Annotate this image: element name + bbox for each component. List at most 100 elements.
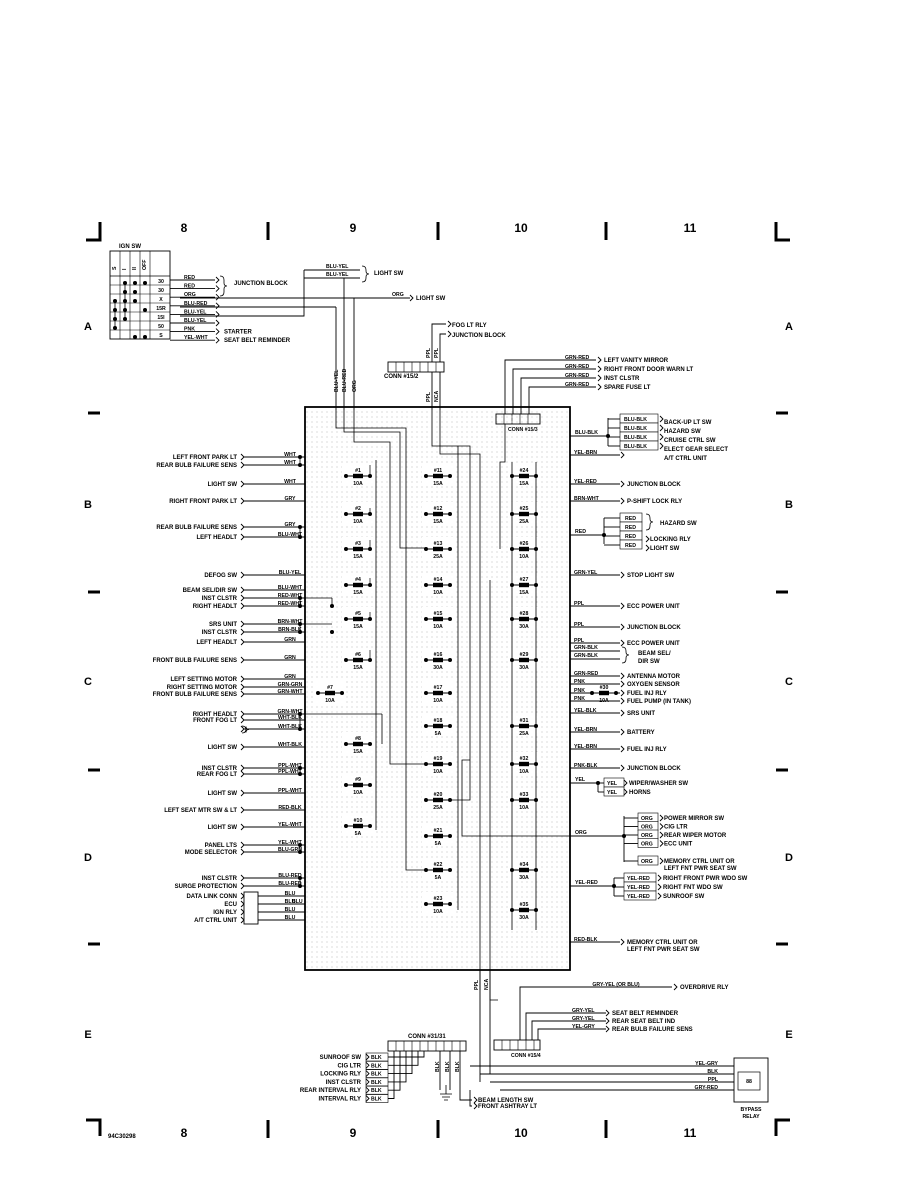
- wire-color-label: GRN: [284, 674, 296, 680]
- left-wire-label: FRONT BULB FAILURE SENS: [153, 658, 237, 664]
- right-wire-label-2: LEFT FNT PWR SEAT SW: [627, 947, 700, 953]
- ign-terminal: 15I: [157, 315, 165, 321]
- fuse-number: #29: [520, 652, 529, 658]
- wire-color-label: RED-WHT: [278, 601, 303, 607]
- ign-contact: [133, 290, 137, 294]
- left-wire-label: PANEL LTS: [205, 843, 237, 849]
- connector-tick: [605, 1009, 610, 1017]
- connector-tick: [623, 788, 628, 796]
- wire-color-label: BLU: [292, 899, 303, 905]
- ign-position: OFF: [142, 260, 148, 270]
- wire-color-label: GRN-WHT: [277, 709, 303, 715]
- connector-tick: [645, 535, 650, 543]
- blu-yel-run: [180, 270, 305, 317]
- ign-output-tick: [215, 319, 220, 327]
- connector-tick: [659, 857, 664, 865]
- right-wire-tick: [620, 697, 625, 705]
- conn-15-4-label: CONN #15/4: [511, 1053, 541, 1059]
- fuse-amperage: 25A: [433, 554, 443, 560]
- ign-contact: [133, 299, 137, 303]
- fuse-element: [519, 867, 529, 873]
- ign-contact: [133, 335, 137, 339]
- left-wire-label: MODE SELECTOR: [185, 850, 238, 856]
- fog-wire: [439, 333, 446, 362]
- left-wire-tick: [240, 841, 245, 849]
- fuse-element: [353, 823, 363, 829]
- fuse-terminal: [344, 617, 348, 621]
- org-label: ECC UNIT: [664, 842, 693, 848]
- wire-color-label: BLK: [371, 1097, 382, 1103]
- fuse-terminal: [368, 783, 372, 787]
- connector-tick: [659, 442, 664, 450]
- row-label-left: A: [84, 321, 92, 333]
- junction-dot: [298, 850, 302, 854]
- wire-color-label: GRY-YEL: [572, 1016, 595, 1022]
- right-wire-tick: [620, 672, 625, 680]
- connector-tick: [657, 874, 662, 882]
- wire-color-label: BRN-BLK: [278, 627, 302, 633]
- fuse-terminal: [344, 824, 348, 828]
- left-wire-label: A/T CTRL UNIT: [194, 918, 237, 924]
- left-wire-tick: [240, 874, 245, 882]
- hazard-label: HAZARD SW: [660, 521, 697, 527]
- blu-blk-label: ELECT GEAR SELECT: [664, 447, 728, 453]
- left-wire-label: LEFT SEAT MTR SW & LT: [164, 808, 237, 814]
- hazard-brace: [645, 513, 654, 531]
- wire-color-label: GRN-BLK: [574, 653, 598, 659]
- fuse-amperage: 25A: [519, 519, 529, 525]
- top-right-label: INST CLSTR: [604, 376, 640, 382]
- org-light-label: LIGHT SW: [416, 296, 446, 302]
- fuse-number: #16: [434, 652, 443, 658]
- wire-color-label: PPL: [426, 347, 432, 358]
- wire-color-label: RED: [625, 543, 636, 549]
- left-wire-label: LIGHT SW: [208, 745, 238, 751]
- wire-color-label: PNK: [184, 327, 195, 333]
- conn-15-4-body: [493, 1039, 541, 1051]
- wire-color-label: YEL-RED: [627, 885, 650, 891]
- right-wire-tick: [620, 639, 625, 647]
- wire-color-label: YEL-WHT: [278, 822, 302, 828]
- fuse-terminal: [424, 798, 428, 802]
- ign-contact: [143, 308, 147, 312]
- wire-tag: [365, 1094, 389, 1103]
- top-right-label: LEFT VANITY MIRROR: [604, 358, 669, 364]
- wire-color-label: BLK: [445, 1061, 451, 1072]
- fuse-amperage: 10A: [353, 481, 363, 487]
- row-label-left: D: [84, 852, 92, 864]
- wire-color-label: RED-BLK: [278, 805, 302, 811]
- fuse-amperage: 30A: [519, 624, 529, 630]
- vertical-wire-label: BLU-RED: [342, 368, 348, 392]
- ign-terminal: X: [159, 297, 163, 303]
- ign-output-tick: [215, 302, 220, 310]
- ign-output-tick: [215, 293, 220, 301]
- right-wire-label: JUNCTION BLOCK: [627, 625, 681, 631]
- wire-color-label: RED: [625, 534, 636, 540]
- fuse-element: [519, 546, 529, 552]
- fuse-element: [353, 546, 363, 552]
- wire-color-label: YEL-BLK: [574, 708, 597, 714]
- ign-output-tick: [215, 311, 220, 318]
- left-wire-tick: [240, 638, 245, 646]
- left-wire-tick: [240, 725, 245, 733]
- fuse-amperage: 10A: [433, 769, 443, 775]
- wire-color-label: BLK: [371, 1088, 382, 1094]
- right-wire-label: SRS UNIT: [627, 711, 655, 717]
- fuse-number: #14: [434, 577, 443, 583]
- wire-color-label: YEL-RED: [575, 880, 598, 886]
- wire-color-label: BLK: [371, 1055, 382, 1061]
- wire-color-label: YEL-RED: [574, 479, 597, 485]
- wire-color-label: RED: [184, 284, 195, 290]
- wire-tag: [637, 855, 659, 866]
- junction-dot: [330, 630, 334, 634]
- left-wire-tick: [240, 497, 245, 505]
- fuse-number: #18: [434, 718, 443, 724]
- ign-output-label: SEAT BELT REMINDER: [224, 338, 291, 344]
- wire-color-label: YEL-GRY: [572, 1024, 595, 1030]
- wire-tag: [603, 786, 625, 797]
